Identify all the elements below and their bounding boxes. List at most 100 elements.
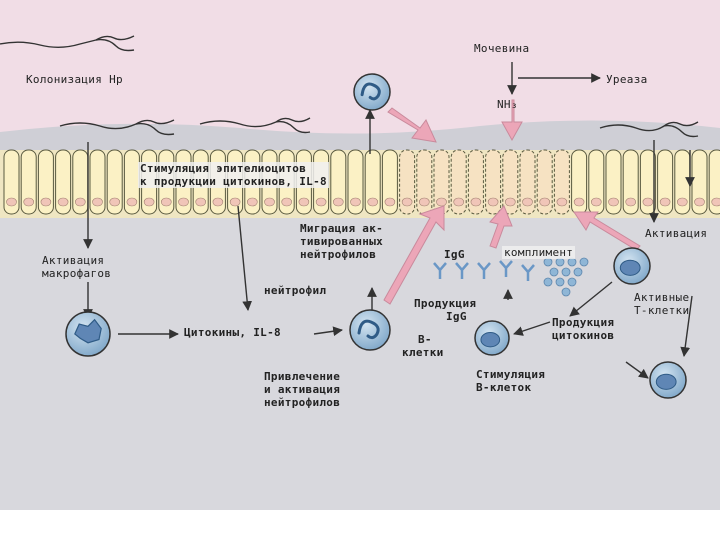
cell-nucleus: [487, 197, 499, 207]
epithelial-cell: [519, 149, 536, 215]
label-migration-line3: нейтрофилов: [300, 248, 377, 261]
label-igg-top: IgG: [444, 248, 465, 261]
label-migration: Миграция ак- тивированных нейтрофилов: [300, 222, 383, 261]
cell-nucleus: [556, 197, 568, 207]
label-colonization: Колонизация Hp: [26, 73, 123, 86]
neutrophil-cell: [349, 309, 391, 351]
complement-protein: [573, 267, 583, 277]
cell-nucleus: [281, 197, 293, 207]
label-production-cytokines-line1: Продукция: [552, 316, 615, 329]
mucus-boundary: [0, 120, 720, 150]
cell-nucleus: [315, 197, 327, 207]
cell-nucleus: [504, 197, 516, 207]
complement-protein: [543, 277, 553, 287]
cell-nucleus: [539, 197, 551, 207]
label-recruitment-line2: и активация: [264, 383, 341, 396]
igg-antibody: [477, 262, 491, 279]
immune-cells: [65, 73, 687, 399]
cell-nucleus: [659, 197, 671, 207]
cell-nucleus: [694, 197, 705, 207]
label-recruitment-line3: нейтрофилов: [264, 396, 341, 409]
cell-nucleus: [212, 197, 224, 207]
complement-protein: [549, 267, 559, 277]
macrophage-cell: [65, 311, 111, 357]
epithelial-cell: [485, 149, 502, 215]
cell-nucleus: [126, 197, 138, 207]
label-cytokines-il8: Цитокины, IL-8: [184, 326, 281, 339]
t-cell-1: [613, 247, 651, 285]
cell-nucleus: [676, 197, 688, 207]
label-recruitment-line1: Привлечение: [264, 370, 341, 383]
cell-nucleus: [470, 197, 482, 207]
cell-nucleus: [608, 197, 619, 207]
complement-protein: [543, 257, 553, 267]
neutrophil-cell-top: [353, 73, 391, 111]
complement-protein: [555, 277, 565, 287]
cell-nucleus: [625, 197, 637, 207]
epithelial-cell: [20, 149, 37, 215]
epithelial-cell: [639, 149, 656, 215]
label-b-cells-line2: клетки: [402, 346, 444, 359]
cell-nucleus: [436, 197, 447, 207]
cell-nucleus: [711, 197, 720, 207]
label-stimulation-b-line1: Стимуляция: [476, 368, 546, 381]
cell-nucleus: [229, 197, 241, 207]
label-stimulation-epithelial-line1: Стимуляция эпителиоцитов: [140, 162, 307, 175]
epithelial-cell: [3, 149, 20, 215]
label-macrophage-activation-line2: макрофагов: [42, 267, 112, 280]
cell-nucleus: [247, 197, 258, 207]
epithelial-cell: [347, 149, 364, 215]
bottom-margin: [0, 510, 720, 540]
epithelial-cell: [536, 149, 553, 215]
complement-protein: [579, 257, 589, 267]
label-recruitment: Привлечение и активация нейтрофилов: [264, 370, 340, 409]
cell-nucleus: [57, 197, 69, 207]
label-b-cells-line1: В-: [418, 333, 432, 346]
cell-nucleus: [573, 197, 585, 207]
label-stimulation-epithelial-line2: к продукции цитокинов, IL-8: [140, 175, 327, 188]
igg-antibody: [521, 264, 535, 281]
complement-protein: [555, 257, 565, 267]
complement-protein: [561, 287, 571, 297]
cell-nucleus: [40, 197, 52, 207]
epithelial-cell: [55, 149, 72, 215]
epithelial-cell: [330, 149, 347, 215]
pink-arrows: [383, 99, 641, 305]
cell-nucleus: [453, 197, 465, 207]
label-active-t-cells-line1: Активные: [634, 291, 690, 304]
cell-nucleus: [384, 197, 396, 207]
complement-protein: [567, 257, 577, 267]
epithelial-cell: [89, 149, 106, 215]
epithelial-cell: [450, 149, 467, 215]
cell-nucleus: [642, 197, 654, 207]
complement-dots: [543, 257, 589, 297]
cell-nucleus: [418, 197, 430, 207]
cell-nucleus: [75, 197, 86, 207]
label-macrophage-activation-line1: Активация: [42, 254, 105, 267]
label-production-igg-line1: Продукция: [414, 297, 477, 310]
bacteria: [0, 35, 699, 138]
epithelial-cell: [553, 149, 570, 215]
cell-nucleus: [401, 197, 413, 207]
label-production-cytokines-line2: цитокинов: [552, 329, 615, 342]
label-complement: комплимент: [502, 246, 576, 259]
complement-protein: [567, 277, 577, 287]
epithelial-cell: [467, 149, 484, 215]
complement-protein: [561, 267, 571, 277]
epithelial-cell: [416, 149, 433, 215]
cell-nucleus: [92, 197, 103, 207]
cell-nucleus: [161, 197, 172, 207]
epithelial-cell: [502, 149, 519, 215]
epithelial-cell: [106, 149, 123, 215]
label-active-t-cells-line2: Т-клетки: [634, 304, 690, 317]
epithelial-cell: [433, 149, 450, 215]
label-stimulation-b: Стимуляция В-клеток: [476, 368, 545, 394]
label-active-t-cells: Активные Т-клетки: [634, 291, 689, 317]
epithelial-cell: [364, 149, 381, 215]
label-stimulation-epithelial: Стимуляция эпителиоцитов к продукции цит…: [138, 162, 329, 188]
label-activation: Активация: [645, 227, 708, 240]
label-urease: Уреаза: [606, 73, 648, 86]
cell-nucleus: [298, 197, 310, 207]
